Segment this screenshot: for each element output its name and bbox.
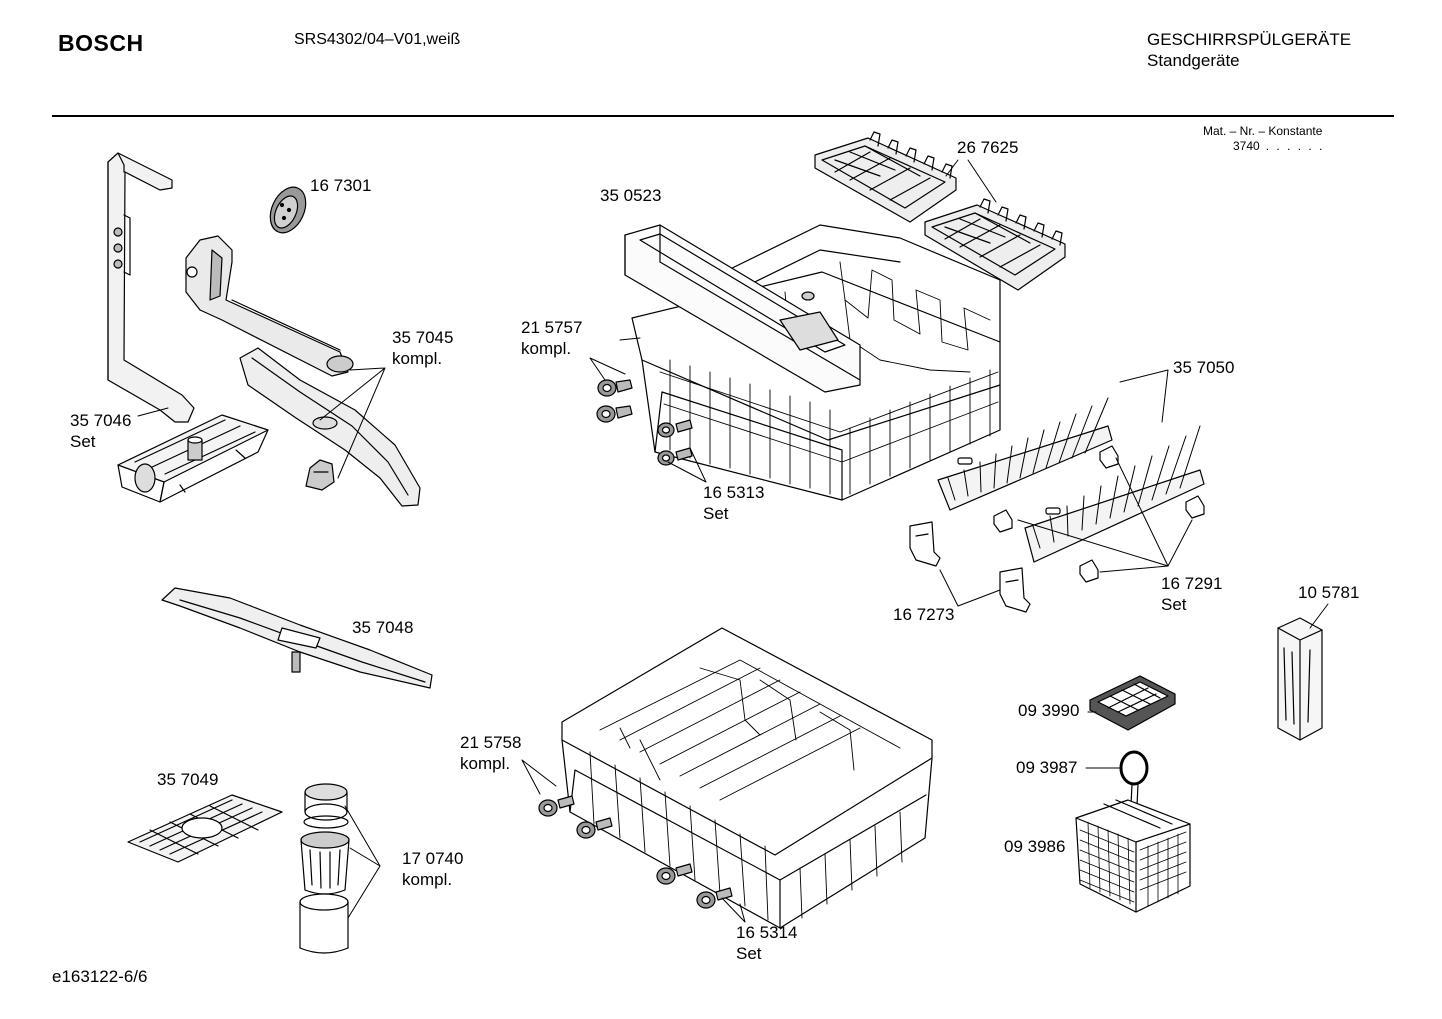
upper-roller-set-drawing — [597, 380, 692, 465]
part-number: 09 3987 — [1016, 758, 1078, 777]
part-label-357049: 35 7049 — [157, 769, 218, 790]
cutlery-basket-drawing — [1076, 800, 1190, 912]
part-number: 35 7050 — [1173, 358, 1235, 377]
filter-cylinder-set-drawing — [300, 784, 349, 953]
part-number: 16 7301 — [310, 176, 372, 195]
lower-roller-set-drawing — [539, 796, 732, 908]
part-number: 16 7291 — [1161, 574, 1223, 593]
part-number: 26 7625 — [957, 138, 1019, 157]
part-qualifier: kompl. — [521, 339, 572, 358]
part-label-357045: 35 7045 kompl. — [392, 327, 453, 369]
leader-lines — [138, 160, 1328, 922]
tine-holder-drawing — [910, 522, 1030, 612]
lower-spray-arm-drawing — [162, 588, 432, 688]
brand-logo: BOSCH — [58, 30, 144, 56]
mat-number-label: Mat. – Nr. – Konstante — [1203, 124, 1323, 138]
lower-basket-drawing — [562, 628, 932, 928]
header-divider — [52, 115, 1394, 117]
upper-basket-drawing — [625, 225, 1000, 500]
part-qualifier: Set — [70, 432, 96, 451]
part-number: 35 7046 — [70, 411, 132, 430]
basket-lid-drawing — [1090, 676, 1175, 730]
category-subtitle: Standgeräte — [1147, 51, 1240, 70]
part-label-105781: 10 5781 — [1298, 582, 1359, 603]
part-number: 17 0740 — [402, 849, 464, 868]
document-id: e163122-6/6 — [52, 967, 148, 986]
part-label-215758: 21 5758 kompl. — [460, 732, 521, 774]
part-qualifier: kompl. — [402, 870, 453, 889]
part-label-267625: 26 7625 — [957, 137, 1018, 158]
part-label-357048: 35 7048 — [352, 617, 413, 638]
cup-shelf-drawing — [815, 132, 1065, 290]
part-label-350523: 35 0523 — [600, 185, 661, 206]
part-number: 35 7048 — [352, 618, 414, 637]
mat-value: 3740 — [1233, 139, 1260, 153]
middle-spray-arm-drawing — [240, 348, 420, 506]
part-qualifier: Set — [1161, 595, 1187, 614]
part-label-167301: 16 7301 — [310, 175, 371, 196]
part-number: 21 5758 — [460, 733, 522, 752]
part-number: 16 5314 — [736, 923, 798, 942]
part-number: 16 7273 — [893, 605, 955, 624]
part-label-167273: 16 7273 — [893, 604, 954, 625]
part-qualifier: Set — [703, 504, 729, 523]
mat-dots: . . . . . . — [1265, 139, 1325, 153]
filter-plate-drawing — [128, 795, 282, 862]
part-number: 16 5313 — [703, 483, 765, 502]
rack-clip-set-drawing — [994, 446, 1204, 582]
part-number: 09 3990 — [1018, 701, 1080, 720]
part-number: 21 5757 — [521, 318, 583, 337]
part-qualifier: Set — [736, 944, 762, 963]
category-title: GESCHIRRSPÜLGERÄTE — [1147, 30, 1352, 49]
nozzle-cap-drawing — [263, 181, 312, 238]
part-number: 35 7049 — [157, 770, 219, 789]
part-number: 09 3986 — [1004, 837, 1066, 856]
part-label-093987: 09 3987 — [1016, 757, 1077, 778]
part-label-093986: 09 3986 — [1004, 836, 1065, 857]
model-number: SRS4302/04–V01,weiß — [294, 31, 461, 48]
part-number: 35 7045 — [392, 328, 454, 347]
upper-feed-pipe-drawing — [186, 236, 353, 376]
supply-pipe-drawing — [108, 153, 194, 422]
mat-number-value: 3740 . . . . . . — [1233, 139, 1324, 153]
cutlery-container-drawing — [1278, 618, 1322, 740]
sump-base-drawing — [118, 415, 268, 502]
part-qualifier: kompl. — [460, 754, 511, 773]
part-label-093990: 09 3990 — [1018, 700, 1079, 721]
part-label-357050: 35 7050 — [1173, 357, 1234, 378]
part-number: 10 5781 — [1298, 583, 1360, 602]
part-label-170740: 17 0740 kompl. — [402, 848, 463, 890]
part-qualifier: kompl. — [392, 349, 443, 368]
part-label-215757: 21 5757 kompl. — [521, 317, 582, 359]
part-number: 35 0523 — [600, 186, 662, 205]
tine-rack-drawing — [938, 398, 1204, 562]
